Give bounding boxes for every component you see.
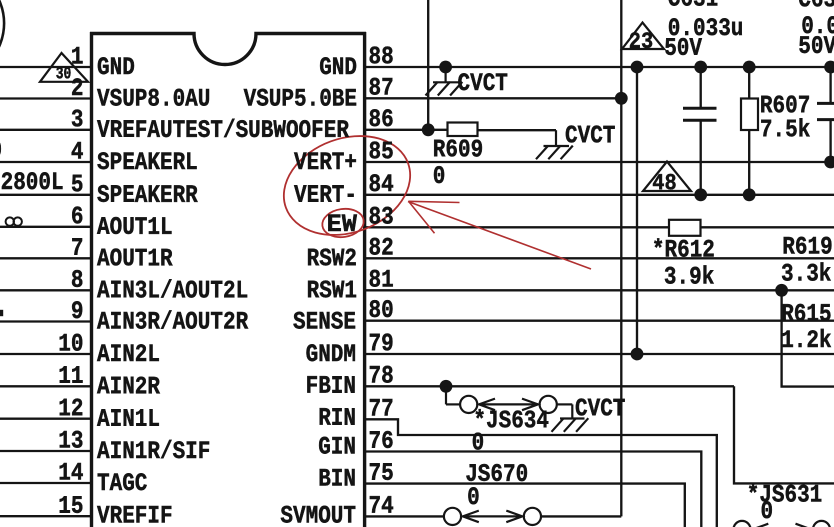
svg-text:GND: GND [97, 53, 135, 81]
svg-text:50V: 50V [664, 34, 702, 62]
svg-text:GND: GND [319, 53, 357, 81]
svg-text:EW: EW [327, 210, 358, 239]
svg-text:79: 79 [368, 330, 393, 358]
svg-text:6: 6 [71, 203, 84, 231]
svg-text:AOUT1L: AOUT1L [97, 213, 173, 241]
svg-text:VREFIF: VREFIF [97, 502, 173, 527]
svg-text:0.033u: 0.033u [668, 14, 744, 42]
svg-text:50V: 50V [798, 32, 834, 60]
svg-text:78: 78 [368, 362, 393, 390]
svg-text:83: 83 [368, 203, 393, 231]
svg-text:BIN: BIN [318, 465, 356, 493]
svg-text:0.033u: 0.033u [801, 12, 834, 40]
svg-text:VREFAUTEST/SUBWOOFER: VREFAUTEST/SUBWOOFER [97, 116, 349, 144]
svg-text:*JS631: *JS631 [747, 481, 823, 509]
svg-text:SPEAKERR: SPEAKERR [97, 181, 198, 209]
svg-text:2800L: 2800L [1, 168, 64, 196]
svg-text:3.3k: 3.3k [781, 260, 832, 288]
svg-text:AIN3R/AOUT2R: AIN3R/AOUT2R [97, 308, 248, 336]
svg-text:87: 87 [368, 74, 393, 102]
svg-text:30: 30 [56, 64, 72, 84]
svg-text:80: 80 [368, 296, 393, 324]
svg-text:82: 82 [368, 234, 393, 262]
svg-text:AIN2R: AIN2R [97, 373, 160, 401]
svg-text:15: 15 [58, 492, 83, 520]
svg-text:12: 12 [58, 395, 83, 423]
svg-text:SENSE: SENSE [293, 308, 356, 336]
svg-text:0: 0 [472, 429, 485, 457]
svg-text:CVCT: CVCT [457, 69, 508, 97]
svg-text:88: 88 [368, 43, 393, 71]
svg-text:84: 84 [368, 170, 393, 198]
svg-text:AIN2L: AIN2L [97, 340, 160, 368]
svg-text:0: 0 [760, 497, 773, 525]
svg-text:AOUT1R: AOUT1R [97, 245, 173, 273]
svg-text:TAGC: TAGC [97, 469, 148, 497]
svg-text:75: 75 [368, 459, 393, 487]
svg-text:1: 1 [71, 43, 84, 71]
svg-text:8: 8 [71, 266, 84, 294]
svg-text:1.2k: 1.2k [781, 326, 832, 354]
svg-text:CVCT: CVCT [565, 122, 616, 150]
svg-text:R609: R609 [433, 136, 483, 164]
svg-text:CVCT: CVCT [575, 395, 626, 423]
svg-text:C632: C632 [798, 0, 834, 14]
svg-text:77: 77 [368, 395, 393, 423]
svg-text:13: 13 [58, 427, 83, 455]
svg-text:C631: C631 [668, 0, 718, 13]
svg-text:48: 48 [652, 170, 676, 196]
svg-text:R619: R619 [782, 233, 832, 261]
svg-text:*R612: *R612 [652, 236, 715, 264]
svg-text:VSUP5.0BE: VSUP5.0BE [244, 85, 357, 113]
svg-text:VSUP8.0AU: VSUP8.0AU [97, 85, 210, 113]
svg-text:RSW2: RSW2 [307, 245, 357, 273]
svg-text:76: 76 [368, 427, 393, 455]
svg-text:0: 0 [433, 162, 446, 190]
svg-text:14: 14 [58, 459, 83, 487]
svg-text:0: 0 [0, 136, 2, 164]
svg-text:85: 85 [368, 138, 393, 166]
svg-text:4: 4 [71, 138, 84, 166]
svg-text:R607: R607 [760, 92, 810, 120]
svg-text:JS670: JS670 [465, 460, 528, 488]
svg-text:3.9k: 3.9k [664, 263, 715, 291]
svg-text:SPEAKERL: SPEAKERL [97, 148, 198, 176]
svg-text:81: 81 [368, 266, 393, 294]
svg-text:7: 7 [71, 234, 84, 262]
svg-text:0: 0 [467, 483, 480, 511]
svg-text:3: 3 [71, 106, 84, 134]
svg-text:11: 11 [58, 362, 83, 390]
svg-text:FBIN: FBIN [306, 372, 356, 400]
svg-text:AIN1R/SIF: AIN1R/SIF [97, 437, 210, 465]
svg-text:VERT+: VERT+ [294, 148, 357, 176]
svg-text:RIN: RIN [318, 404, 356, 432]
svg-text:RSW1: RSW1 [307, 277, 357, 305]
svg-text:AIN3L/AOUT2L: AIN3L/AOUT2L [97, 277, 248, 305]
svg-text:SVMOUT: SVMOUT [280, 502, 356, 527]
svg-text:86: 86 [368, 105, 393, 133]
svg-text:AIN1L: AIN1L [97, 405, 160, 433]
svg-text:74: 74 [368, 492, 393, 520]
svg-text:23: 23 [629, 29, 653, 55]
svg-text:10: 10 [58, 330, 83, 358]
svg-text:GNDM: GNDM [306, 340, 356, 368]
svg-text:5: 5 [71, 171, 84, 199]
svg-text:R615: R615 [781, 300, 831, 328]
svg-text:GIN: GIN [318, 433, 356, 461]
svg-text:2: 2 [71, 74, 84, 102]
svg-text:VERT-: VERT- [294, 181, 357, 209]
svg-text:*JS634: *JS634 [473, 407, 549, 435]
svg-text:9: 9 [71, 297, 84, 325]
svg-text:7.5k: 7.5k [760, 116, 811, 144]
